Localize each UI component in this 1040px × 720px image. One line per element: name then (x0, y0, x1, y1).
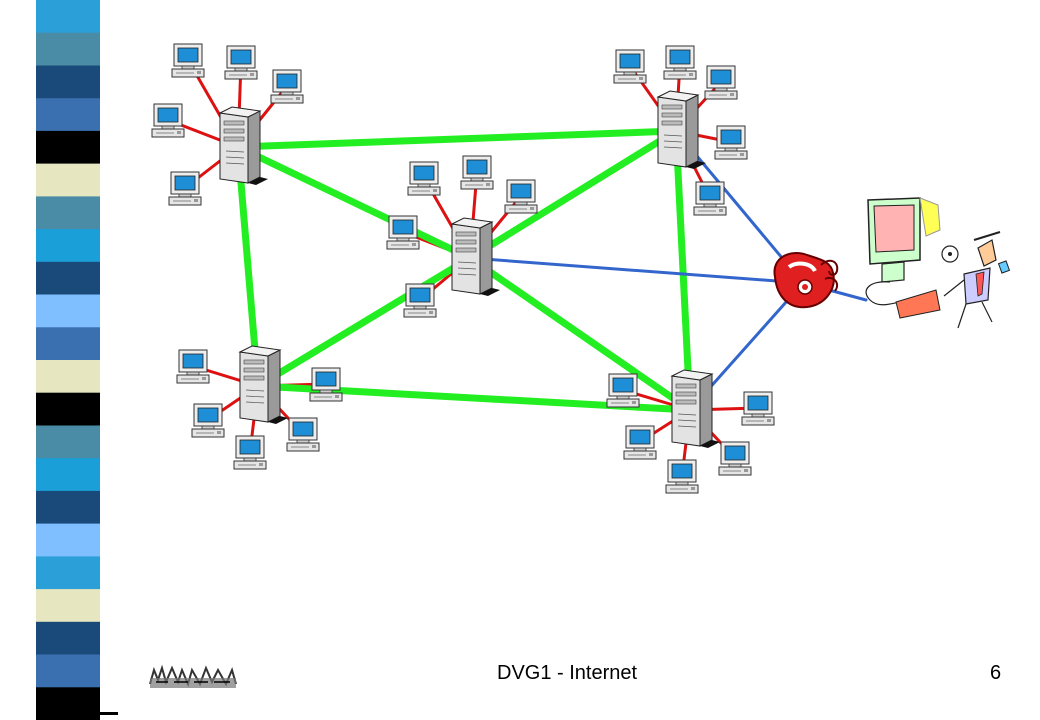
workstation-icon (665, 459, 699, 494)
sidebar-stripe (36, 425, 100, 459)
workstation-icon (270, 69, 304, 104)
sidebar-stripes (36, 0, 118, 720)
sidebar-stripe (36, 32, 100, 66)
page-number: 6 (990, 662, 1002, 684)
sidebar-underline (90, 712, 118, 715)
workstation-icon (386, 215, 420, 250)
backbone-link (672, 127, 694, 414)
workstation-icon (504, 179, 538, 214)
sidebar-stripe (36, 65, 100, 99)
workstation-icon (663, 45, 697, 80)
backbone-link (254, 254, 474, 390)
workstation-icon (309, 367, 343, 402)
workstation-icon (191, 403, 225, 438)
sidebar-stripe (36, 261, 100, 295)
sidebar-stripe (36, 229, 100, 263)
backbone-link (234, 127, 680, 151)
sidebar-stripe (36, 0, 100, 34)
telephone-icon (773, 252, 839, 309)
workstation-icon (741, 391, 775, 426)
sidebar-stripe (36, 392, 100, 426)
sidebar-stripe (36, 556, 100, 590)
workstation-icon (460, 155, 494, 190)
workstation-icon (286, 417, 320, 452)
workstation-icon (613, 49, 647, 84)
workstation-icon (606, 373, 640, 408)
workstation-icon (176, 349, 210, 384)
backbone-link (466, 254, 694, 414)
sidebar-stripe (36, 490, 100, 525)
sidebar-stripe (36, 458, 100, 492)
sidebar-stripe (36, 163, 100, 197)
sidebar-stripe (36, 294, 100, 328)
workstation-icon (718, 441, 752, 476)
footer-title: DVG1 - Internet (497, 662, 638, 684)
sidebar-stripe (36, 327, 100, 361)
sidebar-stripe (36, 98, 100, 132)
workstation-icon (171, 43, 205, 78)
home-user-icon (865, 197, 1011, 329)
sidebar-stripe (36, 621, 100, 655)
workstation-icon (693, 181, 727, 216)
sidebar-stripe (36, 360, 100, 394)
logo-icon (149, 664, 237, 688)
backbone-link (234, 143, 474, 262)
sidebar-stripe (36, 196, 100, 230)
workstation-icon (151, 103, 185, 138)
sidebar-stripe (36, 687, 100, 720)
dialup-link (468, 256, 805, 285)
workstation-icon (623, 425, 657, 460)
workstation-icon (407, 161, 441, 196)
workstation-icon (403, 283, 437, 318)
workstation-icon (233, 435, 267, 470)
sidebar-stripe (36, 523, 100, 557)
backbone-link (466, 127, 680, 262)
workstation-icon (224, 45, 258, 80)
sidebar-stripe (36, 130, 100, 165)
workstation-icon (704, 65, 738, 100)
sidebar-stripe (36, 589, 100, 623)
workstation-icon (714, 125, 748, 160)
sidebar-stripe (36, 654, 100, 688)
workstation-icon (168, 171, 202, 206)
